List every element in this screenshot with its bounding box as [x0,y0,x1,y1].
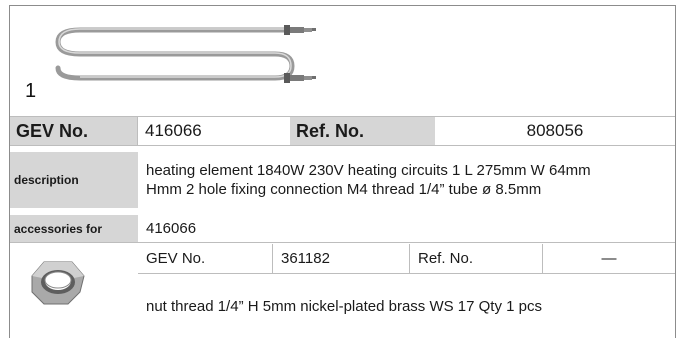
ref-label: Ref. No. [290,117,435,145]
accessory-ref-label: Ref. No. [410,244,543,273]
gev-value: 416066 [145,121,202,140]
header-row: GEV No. 416066 Ref. No. 808056 [10,116,675,146]
position-number: 1 [25,80,37,102]
description-line-1: heating element 1840W 230V heating circu… [146,162,591,179]
accessory-item: GEV No. 361182 Ref. No. — nut thread 1/4… [10,244,675,339]
description-text: heating element 1840W 230V heating circu… [138,152,675,208]
accessory-description: nut thread 1/4” H 5mm nickel-plated bras… [146,298,542,315]
accessories-value: 416066 [146,220,197,237]
description-row: description heating element 1840W 230V h… [10,152,675,208]
ref-value: 808056 [526,121,584,140]
description-label: description [10,152,138,208]
hex-nut-icon [31,261,85,305]
gev-label: GEV No. [10,117,138,145]
description-line-2: Hmm 2 hole fixing connection M4 thread 1… [146,181,542,198]
accessories-label: accessories for [10,215,138,242]
accessory-gev-label: GEV No. [138,244,273,273]
accessory-gev-value: 361182 [273,244,410,273]
accessory-header-row: GEV No. 361182 Ref. No. — [138,244,675,274]
accessory-ref-value: — [601,250,617,267]
accessories-row: accessories for 416066 [10,215,675,243]
product-sheet: 1 GEV No. 416066 Ref. No. 808056 descrip… [9,5,676,338]
product-image-area: 1 [10,6,675,116]
heating-element-icon [55,25,316,83]
